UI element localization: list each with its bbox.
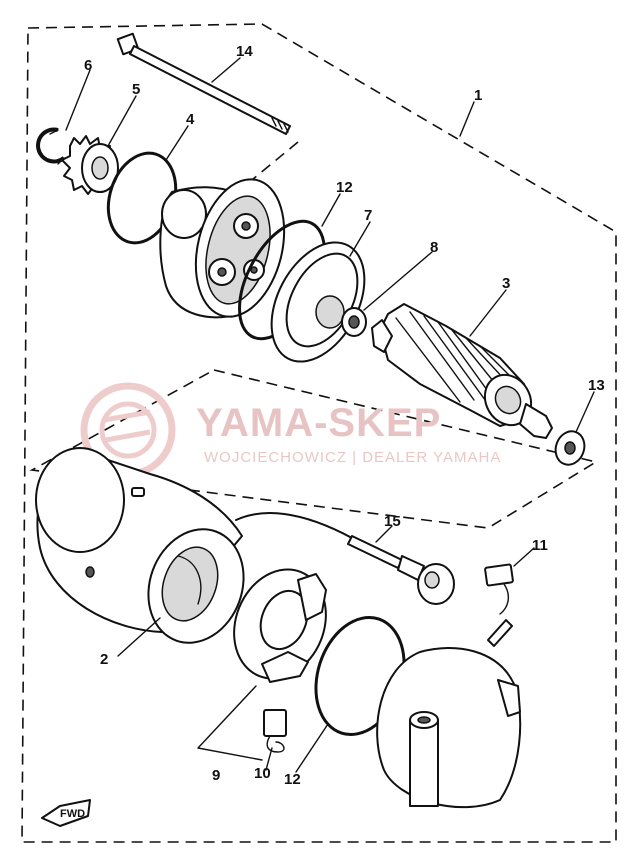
callout-3: 3 [502,275,510,292]
callouts: 1 2 3 4 5 6 7 8 9 10 11 12 12 13 14 15 [84,43,605,788]
callout-7: 7 [364,207,372,224]
callout-8: 8 [430,239,438,256]
leader-lines [65,57,595,773]
callout-14: 14 [236,43,253,60]
pinion-gear [61,135,119,195]
callout-2: 2 [100,651,108,668]
callout-12a: 12 [336,179,353,196]
through-bolt [116,32,291,135]
lead-wire-terminal [235,512,455,605]
callout-15: 15 [384,513,401,530]
yoke-housing [35,447,245,644]
callout-12b: 12 [284,771,301,788]
callout-11: 11 [532,537,548,554]
watermark: YAMA-SKEP WOJCIECHOWICZ | DEALER YAMAHA [80,382,501,478]
callout-13: 13 [588,377,605,394]
fwd-label: FWD [60,808,85,820]
thrust-washer-13 [554,430,586,466]
armature [371,303,553,439]
callout-1: 1 [474,87,482,104]
circlip [36,127,66,165]
callout-6: 6 [84,57,92,74]
brush-11 [484,563,514,647]
watermark-subtitle: WOJCIECHOWICZ | DEALER YAMAHA [204,449,501,466]
callout-4: 4 [186,111,195,128]
callout-5: 5 [132,81,140,98]
rear-end-cover [376,646,522,809]
callout-9: 9 [212,767,220,784]
brush-10 [263,709,287,753]
brush-holder-plate [233,568,327,683]
callout-10: 10 [254,765,271,782]
watermark-title: YAMA-SKEP [196,401,441,445]
fwd-arrow-icon: FWD [41,799,91,827]
washer-8 [341,307,367,337]
